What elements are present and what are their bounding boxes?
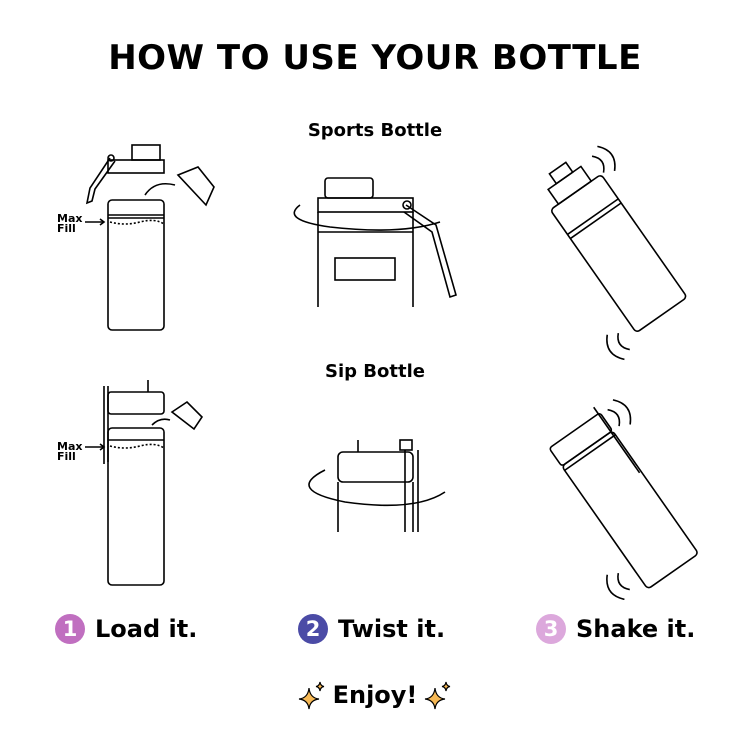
sports-bottle-load-illustration bbox=[85, 144, 215, 331]
bottle-illustrations bbox=[85, 144, 698, 600]
max-label: Max bbox=[57, 440, 83, 453]
step-number-badge: 3 bbox=[536, 614, 566, 644]
sip-bottle-shake-illustration bbox=[549, 399, 698, 600]
step-label: Twist it. bbox=[338, 615, 446, 643]
step-label: Shake it. bbox=[576, 615, 696, 643]
enjoy-text: Enjoy! bbox=[332, 681, 418, 709]
section-title-sip: Sip Bottle bbox=[325, 361, 425, 382]
step-number-badge: 2 bbox=[298, 614, 328, 644]
sparkle-icon bbox=[425, 681, 451, 710]
step-label: Load it. bbox=[95, 615, 198, 643]
step-shake: 3 Shake it. bbox=[536, 614, 695, 644]
fill-label: Fill bbox=[57, 222, 76, 235]
sip-bottle-load-illustration bbox=[85, 380, 204, 586]
step-load: 1 Load it. bbox=[55, 614, 197, 644]
page-title: HOW TO USE YOUR BOTTLE bbox=[108, 38, 642, 78]
section-title-sports: Sports Bottle bbox=[307, 120, 443, 141]
max-label: Max bbox=[57, 212, 83, 225]
step-number-badge: 1 bbox=[55, 614, 85, 644]
step-twist: 2 Twist it. bbox=[298, 614, 445, 644]
sparkle-icon bbox=[298, 681, 324, 710]
sports-bottle-twist-illustration bbox=[293, 177, 457, 307]
sports-bottle-shake-illustration bbox=[547, 145, 687, 361]
sip-bottle-twist-illustration bbox=[308, 439, 446, 532]
fill-label: Fill bbox=[57, 450, 76, 463]
footer-enjoy: Enjoy! bbox=[0, 680, 750, 710]
